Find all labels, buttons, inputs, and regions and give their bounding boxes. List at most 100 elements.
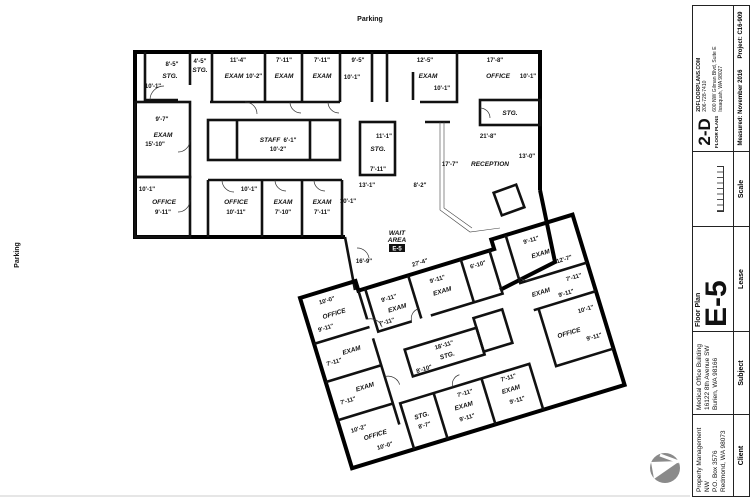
room-label-office: OFFICE — [363, 428, 388, 442]
dimension-label: 7'-11" — [566, 273, 583, 283]
floor-plan-id: E-5 — [700, 280, 733, 327]
room-label-office: OFFICE — [224, 199, 248, 206]
dimension-label: 11'-4" — [230, 58, 246, 64]
room-label-storage: STG. — [439, 350, 456, 361]
room-label-office: OFFICE — [557, 326, 582, 340]
company-phone: 206-728-7410 — [702, 80, 708, 112]
dimension-label: 12'-7" — [556, 255, 573, 266]
north-arrow-icon — [650, 453, 680, 483]
room-label-staff: STAFF — [260, 137, 281, 144]
dimension-label: 9'-11" — [586, 332, 603, 342]
scale-bar-icon — [717, 166, 724, 212]
dimension-label: 10'-1" — [577, 305, 594, 316]
dimension-label: 10'-1" — [520, 74, 536, 80]
dimension-label: 8'-10" — [416, 364, 433, 375]
company-logo: 2-D FLOOR PLANS — [695, 115, 719, 148]
scale-label: Scale — [733, 152, 749, 226]
room-label-exam: EXAM — [313, 73, 332, 80]
dimension-label: 7'-11" — [276, 58, 292, 64]
dimension-label: 8'-2" — [414, 183, 427, 189]
project-number: Project: C16-909 — [738, 11, 744, 59]
subject-section: Medical Office Building 16122 8th Avenue… — [693, 331, 749, 414]
unit-badge — [389, 244, 405, 252]
dimension-label: 7'-11" — [370, 167, 386, 173]
company-section: 2-D FLOOR PLANS 2DFLOORPLANS.COM 206-728… — [693, 6, 749, 151]
dimension-label: 10'-11" — [226, 210, 245, 216]
room-label-storage: STG. — [192, 67, 207, 74]
dimension-label: 7'-11" — [379, 317, 396, 327]
dimension-label: 7'-11" — [326, 358, 343, 368]
company-city: Issaquah, WA 98027 — [718, 65, 724, 112]
unit-badge-text: E-5 — [392, 247, 402, 253]
dimension-label: 10'-1" — [434, 86, 450, 92]
room-label-exam: EXAM — [274, 199, 293, 206]
dimension-label: 17'-7" — [442, 162, 458, 168]
dimension-label: 9'-11" — [558, 289, 575, 299]
dimension-label: 10'-2" — [270, 147, 286, 153]
dimension-label: 21'-8" — [480, 134, 496, 140]
dimension-label: 7'-11" — [314, 210, 330, 216]
subject-line: Medical Office Building — [696, 344, 703, 410]
room-label-exam: EXAM — [342, 344, 363, 356]
dimension-label: 9'-11" — [429, 275, 446, 285]
room-label-exam: EXAM — [531, 248, 552, 260]
room-label-storage: STG. — [370, 146, 385, 153]
dimension-label: 10'-1" — [145, 84, 161, 90]
scale-section: Scale — [693, 151, 749, 226]
dimension-label: 8'-7" — [418, 421, 432, 431]
dimension-label: 13'-0" — [519, 154, 535, 160]
dimension-label: 11'-1" — [376, 134, 392, 140]
room-label-exam: EXAM — [154, 132, 173, 139]
dimension-label: 8'-5" — [166, 62, 179, 68]
dimension-label: 7'-10" — [275, 210, 291, 216]
dimension-label: 10'-1" — [344, 75, 360, 81]
measured-date: Measured: November 2016 — [738, 69, 744, 146]
room-label-storage: STG. — [414, 410, 431, 421]
room-label-exam: EXAM — [531, 287, 552, 299]
dimension-label: 4'-5" — [194, 59, 207, 65]
dimension-label: 10'-2" — [350, 424, 367, 435]
subject-line: Burien, WA 98166 — [712, 357, 719, 410]
room-label-exam: EXAM — [419, 73, 438, 80]
room-label-office: OFFICE — [152, 199, 176, 206]
dimension-label: 9'-11" — [523, 236, 540, 246]
dimension-label: 9'-11" — [155, 210, 171, 216]
floor-plan-type: Lease — [733, 227, 749, 331]
room-label-exam: EXAM — [387, 302, 408, 314]
dimension-label: 10'-1" — [241, 187, 257, 193]
subject-label: Subject — [733, 332, 749, 414]
dimension-label: 9'-11" — [318, 323, 335, 333]
room-label-exam: EXAM — [501, 384, 522, 396]
dimension-label: 9'-11" — [459, 413, 476, 423]
dimension-label: 7'-11" — [340, 396, 357, 406]
dimension-label: 12'-5" — [417, 58, 433, 64]
room-label-exam: EXAM — [432, 285, 453, 297]
room-label-exam: EXAM — [355, 381, 376, 393]
room-label-office: OFFICE — [322, 307, 347, 321]
floor-plan-section: Floor Plan E-5 Lease — [693, 226, 749, 331]
room-label-exam: EXAM — [225, 73, 244, 80]
client-line: Redmond, WA 98073 — [720, 430, 727, 492]
subject-line: 16122 8th Avenue SW — [704, 345, 711, 410]
room-label-wait: WAIT — [389, 230, 406, 237]
room-label-storage: STG. — [502, 110, 517, 117]
client-label: Client — [733, 415, 749, 496]
dimension-label: 10'-1" — [139, 187, 155, 193]
main-labels: 8'-5" STG. 10'-1" 4'-5" STG. 11'-4" EXAM… — [139, 58, 536, 265]
dimension-label: 9'-11" — [381, 294, 398, 304]
room-label-exam: EXAM — [313, 199, 332, 206]
dimension-label: 7'-11" — [500, 373, 517, 383]
room-label-storage: STG. — [162, 73, 177, 80]
parking-label-left: Parking — [14, 242, 21, 268]
room-label-reception: RECEPTION — [471, 161, 509, 168]
dimension-label: 10'-0" — [377, 441, 394, 452]
client-section: Property Management NW P.O. Box 3576 Red… — [693, 414, 749, 496]
dimension-label: 13'-1" — [359, 183, 375, 189]
dimension-label: 16'-9" — [356, 259, 372, 265]
dimension-label: 9'-7" — [156, 117, 169, 123]
dimension-label: 7'-11" — [314, 58, 330, 64]
dimension-label: 9'-11" — [509, 396, 526, 406]
dimension-label: 10'-1" — [340, 199, 356, 205]
dimension-label: 6'-10" — [470, 260, 487, 271]
